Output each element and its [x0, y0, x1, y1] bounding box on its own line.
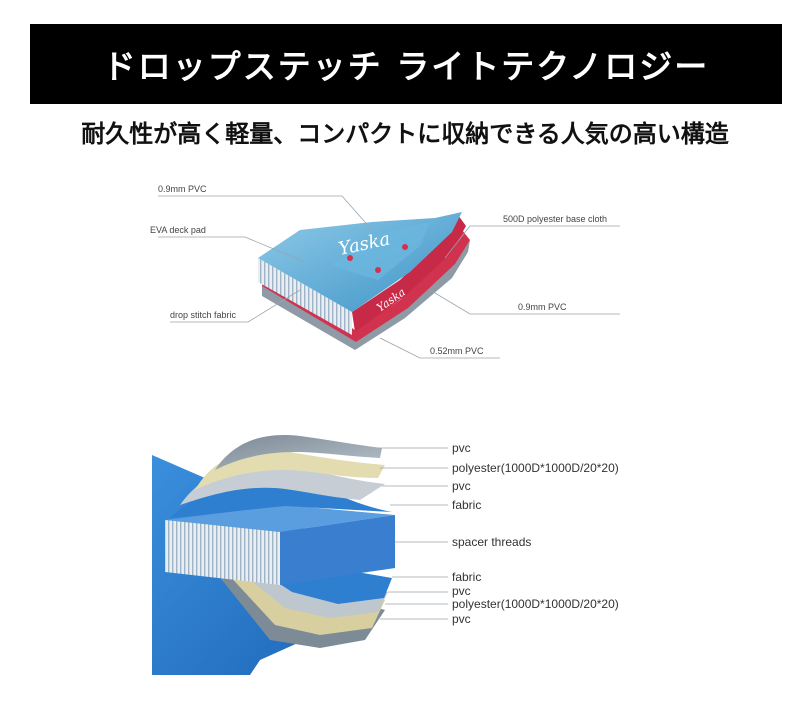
label-bottom-pvc: 0.52mm PVC: [430, 346, 484, 356]
title-banner: ドロップステッチ ライトテクノロジー: [30, 24, 782, 104]
layer-label-polyester-2: polyester(1000D*1000D/20*20): [452, 597, 619, 611]
deck-pad-dot: [402, 244, 408, 250]
layer-label-spacer-threads: spacer threads: [452, 535, 531, 549]
deck-pad-dot: [347, 255, 353, 261]
layer-label-pvc-2: pvc: [452, 479, 471, 493]
page-title: ドロップステッチ ライトテクノロジー: [102, 47, 710, 86]
layer-label-pvc-4: pvc: [452, 612, 471, 626]
layer-top-pvc: [215, 435, 382, 470]
board-illustration: Yaska Yaska: [258, 212, 470, 350]
layer-label-fabric-1: fabric: [452, 498, 481, 512]
board-red-rail: [352, 215, 466, 332]
label-eva-deck-pad: EVA deck pad: [150, 225, 206, 235]
board-deck-pad: [330, 222, 430, 280]
layer-spacer-block-top: [165, 505, 395, 532]
label-right-pvc: 0.9mm PVC: [518, 302, 567, 312]
layer-top-polyester: [195, 449, 385, 490]
layer-spacer-front: [165, 520, 280, 585]
layer-spacer-right: [280, 515, 395, 585]
layer-leader-lines: [378, 447, 448, 620]
page-subtitle: 耐久性が高く軽量、コンパクトに収納できる人気の高い構造: [81, 120, 729, 148]
label-base-cloth: 500D polyester base cloth: [503, 214, 607, 224]
deck-pad-dot: [375, 267, 381, 273]
label-drop-stitch-fabric: drop stitch fabric: [170, 310, 237, 320]
board-leader-lines: [158, 195, 620, 359]
board-red-base-layer: [262, 230, 470, 342]
layer-label-pvc-3: pvc: [452, 584, 471, 598]
label-top-pvc: 0.9mm PVC: [158, 184, 207, 194]
layer-label-pvc-1: pvc: [452, 441, 471, 455]
board-drop-stitch-layer: [258, 258, 352, 335]
layer-illustration: [152, 435, 395, 675]
layer-label-polyester-1: polyester(1000D*1000D/20*20): [452, 461, 619, 475]
board-bottom-pvc-layer: [262, 240, 470, 350]
layer-label-fabric-2: fabric: [452, 570, 481, 584]
